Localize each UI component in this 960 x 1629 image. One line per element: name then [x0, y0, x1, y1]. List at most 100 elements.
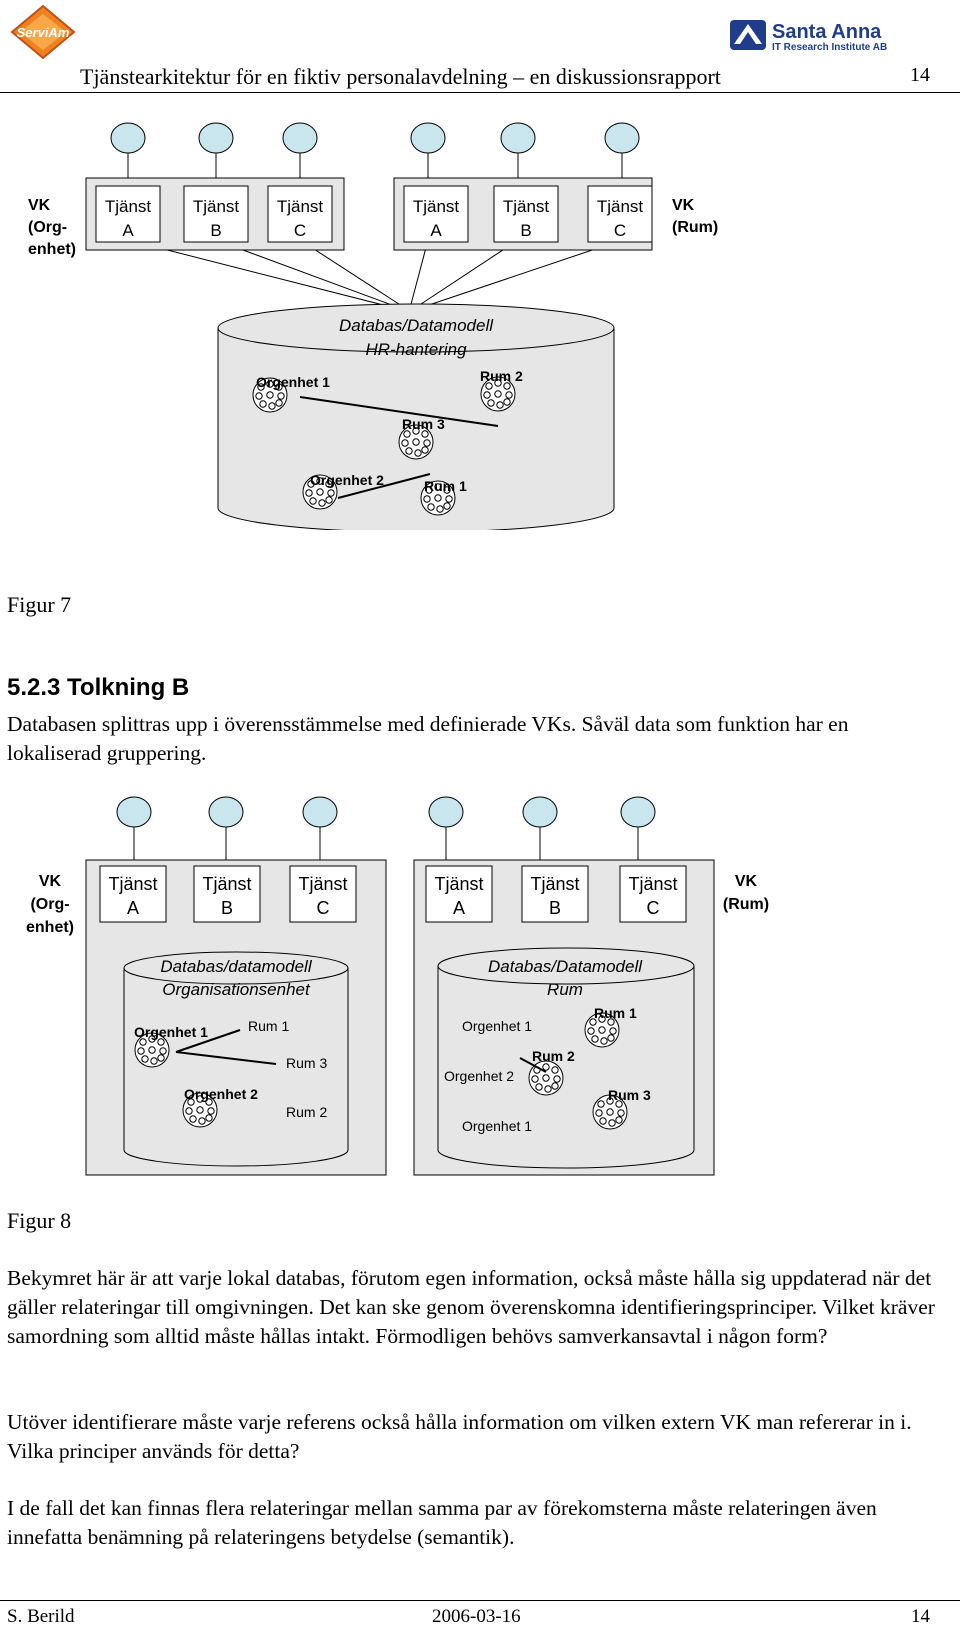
fig8-right-node-orgenhet2: Orgenhet 2: [444, 1068, 515, 1084]
figure-8-caption: Figur 8: [7, 1208, 72, 1233]
fig8-left-node-orgenhet1: Orgenhet 1: [134, 1024, 208, 1040]
fig8-right-node-orgenhet1b: Orgenhet 1: [462, 1118, 533, 1134]
figure-7-diagram: [85, 122, 653, 530]
service-label: Tjänst: [298, 874, 348, 894]
servam-logo: ServiAm: [10, 4, 76, 60]
fig8-vk-left: VK (Org- enhet): [20, 870, 80, 939]
page-header-number: 14: [910, 64, 930, 86]
vk-line: (Rum): [722, 896, 770, 913]
paragraph-1: Bekymret här är att varje lokal databas,…: [7, 1266, 935, 1348]
service-letter: C: [646, 898, 660, 918]
fig8-left-node-rum2: Rum 2: [286, 1104, 328, 1120]
service-letter: B: [210, 221, 222, 240]
fig8-right-node-rum1: Rum 1: [594, 1005, 637, 1021]
service-letter: B: [548, 898, 561, 918]
fig7-db-title: Databas/Datamodell HR-hantering: [266, 314, 566, 362]
fig8-right-node-rum2: Rum 2: [532, 1048, 575, 1064]
service-letter: C: [293, 221, 307, 240]
footer-date: 2006-03-16: [432, 1606, 521, 1627]
db-title-line: Databas/Datamodell: [338, 316, 494, 335]
fig7-vk-left: VK (Org- enhet): [28, 195, 88, 261]
figure-7-caption: Figur 7: [7, 592, 72, 617]
service-letter: C: [613, 221, 627, 240]
paragraph-2: Utöver identifierare måste varje referen…: [7, 1410, 912, 1463]
fig8-left-db-title: Databas/datamodell Organisationsenhet: [126, 955, 346, 1001]
fig8-right-node-rum3: Rum 3: [608, 1087, 651, 1103]
vk-line: VK: [38, 873, 62, 890]
vk-line: enhet): [26, 919, 74, 936]
db-title-line: Databas/datamodell: [160, 957, 312, 976]
vk-line: VK: [672, 197, 695, 214]
service-letter: A: [452, 898, 465, 918]
santa-anna-logo: Santa Anna IT Research Institute AB: [730, 18, 940, 54]
network-cluster-icon: [302, 474, 338, 510]
service-letter: B: [520, 221, 532, 240]
fig8-left-node-orgenhet2: Orgenhet 2: [184, 1086, 258, 1102]
vk-line: (Org-: [30, 896, 70, 913]
fig8-right-db-title: Databas/Datamodell Rum: [440, 955, 690, 1001]
service-label: Tjänst: [502, 197, 550, 216]
db-title-line: Databas/Datamodell: [487, 957, 643, 976]
db-title-line: HR-hantering: [365, 340, 467, 359]
service-label: Tjänst: [104, 197, 152, 216]
network-cluster-icon: [182, 1092, 218, 1128]
service-letter: C: [316, 898, 330, 918]
page-header-title: Tjänstearkitektur för en fiktiv personal…: [80, 64, 721, 89]
service-letter: A: [122, 221, 134, 240]
service-label: Tjänst: [108, 874, 158, 894]
service-label: Tjänst: [202, 874, 252, 894]
vk-line: (Org-: [28, 219, 68, 236]
section-heading: 5.2.3 Tolkning B: [7, 674, 190, 701]
footer-rule: [0, 1600, 960, 1601]
fig7-node-rum2: Rum 2: [480, 368, 523, 384]
service-letter: A: [430, 221, 442, 240]
db-title-line: Rum: [547, 980, 583, 999]
svg-text:Santa Anna: Santa Anna: [772, 21, 882, 43]
fig8-left-node-rum1: Rum 1: [248, 1018, 290, 1034]
svg-text:IT Research Institute AB: IT Research Institute AB: [772, 42, 887, 53]
paragraph-3: I de fall det kan finnas flera relaterin…: [7, 1496, 877, 1549]
service-label: Tjänst: [412, 197, 460, 216]
vk-line: (Rum): [672, 219, 719, 236]
network-cluster-icon: [134, 1032, 170, 1068]
fig7-node-rum3: Rum 3: [402, 416, 445, 432]
network-cluster-icon: [592, 1094, 628, 1130]
service-letter: A: [126, 898, 139, 918]
svg-text:ServiAm: ServiAm: [17, 25, 70, 40]
fig8-vk-right: VK (Rum): [716, 870, 776, 916]
section-text: Databasen splittras upp i överensstämmel…: [7, 712, 849, 765]
service-letter: B: [220, 898, 233, 918]
network-cluster-icon: [480, 376, 516, 412]
network-cluster-icon: [584, 1012, 620, 1048]
header-rule: [0, 92, 960, 93]
network-cluster-icon: [420, 480, 456, 516]
service-label: Tjänst: [276, 197, 324, 216]
fig7-node-orgenhet1: Orgenhet 1: [256, 374, 330, 390]
fig7-vk-right: VK (Rum): [672, 195, 718, 239]
fig7-node-orgenhet2: Orgenhet 2: [310, 472, 384, 488]
service-label: Tjänst: [434, 874, 484, 894]
fig8-left-node-rum3: Rum 3: [286, 1055, 328, 1071]
vk-line: VK: [734, 873, 758, 890]
service-label: Tjänst: [530, 874, 580, 894]
network-cluster-icon: [398, 424, 434, 460]
service-label: Tjänst: [596, 197, 644, 216]
vk-line: VK: [28, 197, 51, 214]
network-cluster-icon: [252, 377, 288, 413]
fig7-node-rum1: Rum 1: [424, 478, 467, 494]
footer-page: 14: [911, 1606, 930, 1627]
service-label: Tjänst: [628, 874, 678, 894]
vk-line: enhet): [28, 241, 76, 258]
